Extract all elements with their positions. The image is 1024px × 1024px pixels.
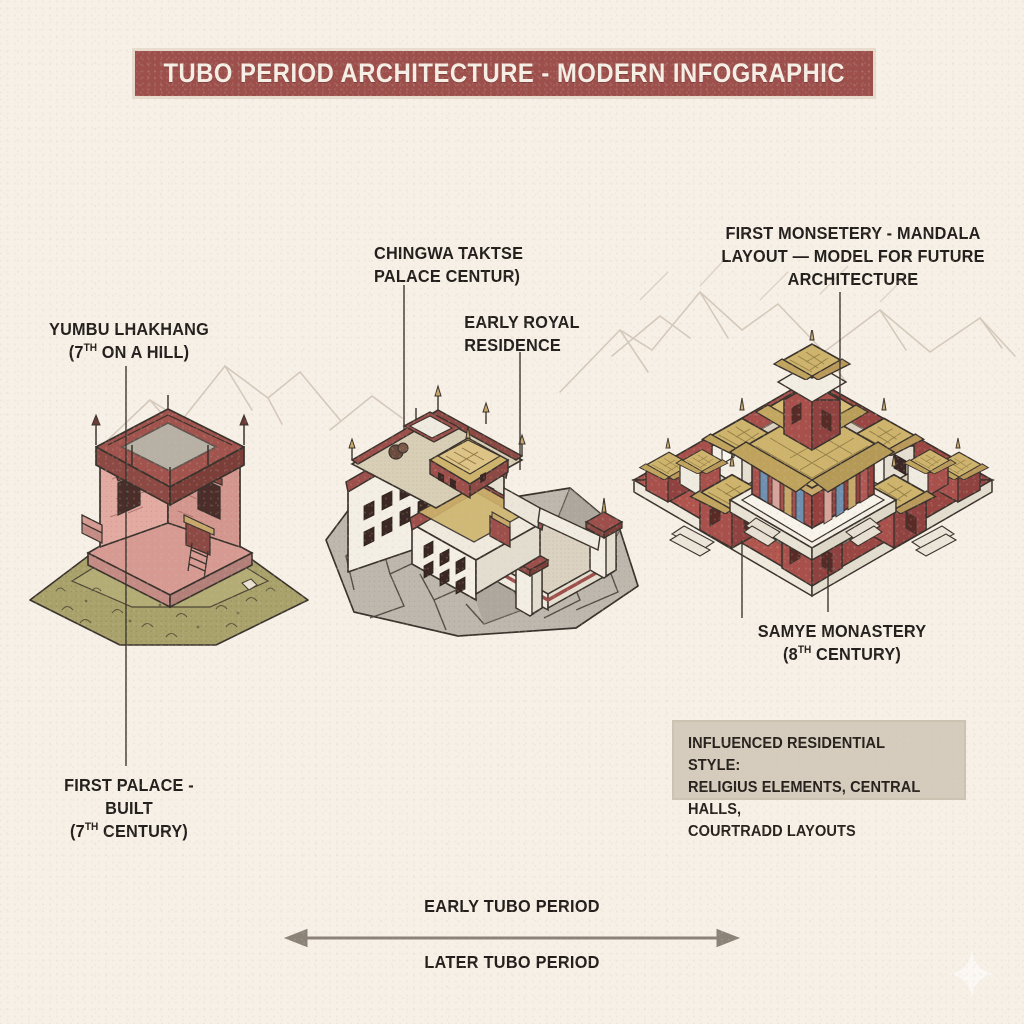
label-chingwa-line2: PALACE CENTUR) xyxy=(374,266,521,287)
label-first-monastery-line1: FIRST MONSETERY - MANDALA xyxy=(725,223,981,243)
ordinal-suffix: TH xyxy=(83,342,98,355)
illustration-samye-monastery xyxy=(631,330,995,598)
label-yumbu-line2: (7TH ON A HILL) xyxy=(68,342,190,363)
yumbu-plinth xyxy=(86,506,254,609)
samye-corner-right xyxy=(929,437,989,504)
influence-info-box: INFLUENCED RESIDENTIAL STYLE: RELIGIUS E… xyxy=(672,720,966,840)
ordinal-suffix: TH xyxy=(797,644,812,657)
timeline-label-early: EARLY TUBO PERIOD xyxy=(424,896,600,916)
label-samye-monastery: SAMYE MONASTERY (8TH CENTURY) xyxy=(730,620,953,666)
ordinal-suffix: TH xyxy=(84,821,99,834)
chingwa-gold-pavilion xyxy=(428,425,510,500)
label-first-palace-line1: FIRST PALACE - BUILT xyxy=(64,775,194,819)
timeline-arrow xyxy=(283,928,741,948)
label-samye-line2: (8TH CENTURY) xyxy=(783,644,901,665)
yumbu-parapet xyxy=(91,395,249,507)
page-title: TUBO PERIOD ARCHITECTURE - MODERN INFOGR… xyxy=(163,58,845,88)
info-box-line2: RELIGIUS ELEMENTS, CENTRAL HALLS, xyxy=(688,779,921,818)
info-box-line1: INFLUENCED RESIDENTIAL STYLE: xyxy=(688,735,885,774)
timeline: EARLY TUBO PERIOD LATER TUBO PERIOD xyxy=(0,890,1024,990)
illustration-yumbu-lhakhang xyxy=(29,395,309,646)
sparkle-icon xyxy=(948,950,996,998)
info-box-line3: COURTRADD LAYOUTS xyxy=(688,823,856,840)
label-first-palace: FIRST PALACE - BUILT (7TH CENTURY) xyxy=(41,774,218,843)
label-chingwa-line1: CHINGWA TAKTSE xyxy=(374,243,524,263)
label-first-palace-line2: (7TH CENTURY) xyxy=(70,821,188,842)
samye-rear-tower xyxy=(773,330,851,452)
label-early-royal-residence: EARLY ROYAL RESIDENCE xyxy=(464,311,631,357)
label-chingwa-taktse: CHINGWA TAKTSE PALACE CENTUR) xyxy=(374,242,588,288)
samye-temple-stairs xyxy=(743,517,883,547)
samye-chapel-right xyxy=(903,448,957,498)
label-early-royal-line1: EARLY ROYAL xyxy=(464,312,580,332)
label-early-royal-line2: RESIDENCE xyxy=(464,335,561,356)
label-first-monastery: FIRST MONSETERY - MANDALA LAYOUT — MODEL… xyxy=(718,222,988,291)
label-samye-line1: SAMYE MONASTERY xyxy=(757,621,927,641)
chingwa-upper-terrace xyxy=(348,384,526,509)
samye-chapel-left xyxy=(675,448,729,498)
illustration-chingwa-taktse xyxy=(325,384,639,637)
label-first-monastery-line2: LAYOUT — MODEL FOR FUTURE xyxy=(721,246,985,267)
label-yumbu-line1: YUMBU LHAKHANG xyxy=(49,319,209,339)
label-first-monastery-line3: ARCHITECTURE xyxy=(787,269,919,290)
yumbu-entrance xyxy=(183,514,215,580)
label-yumbu-lhakhang: YUMBU LHAKHANG (7TH ON A HILL) xyxy=(43,318,216,364)
timeline-label-later: LATER TUBO PERIOD xyxy=(424,952,600,972)
chingwa-rampart xyxy=(503,486,601,552)
